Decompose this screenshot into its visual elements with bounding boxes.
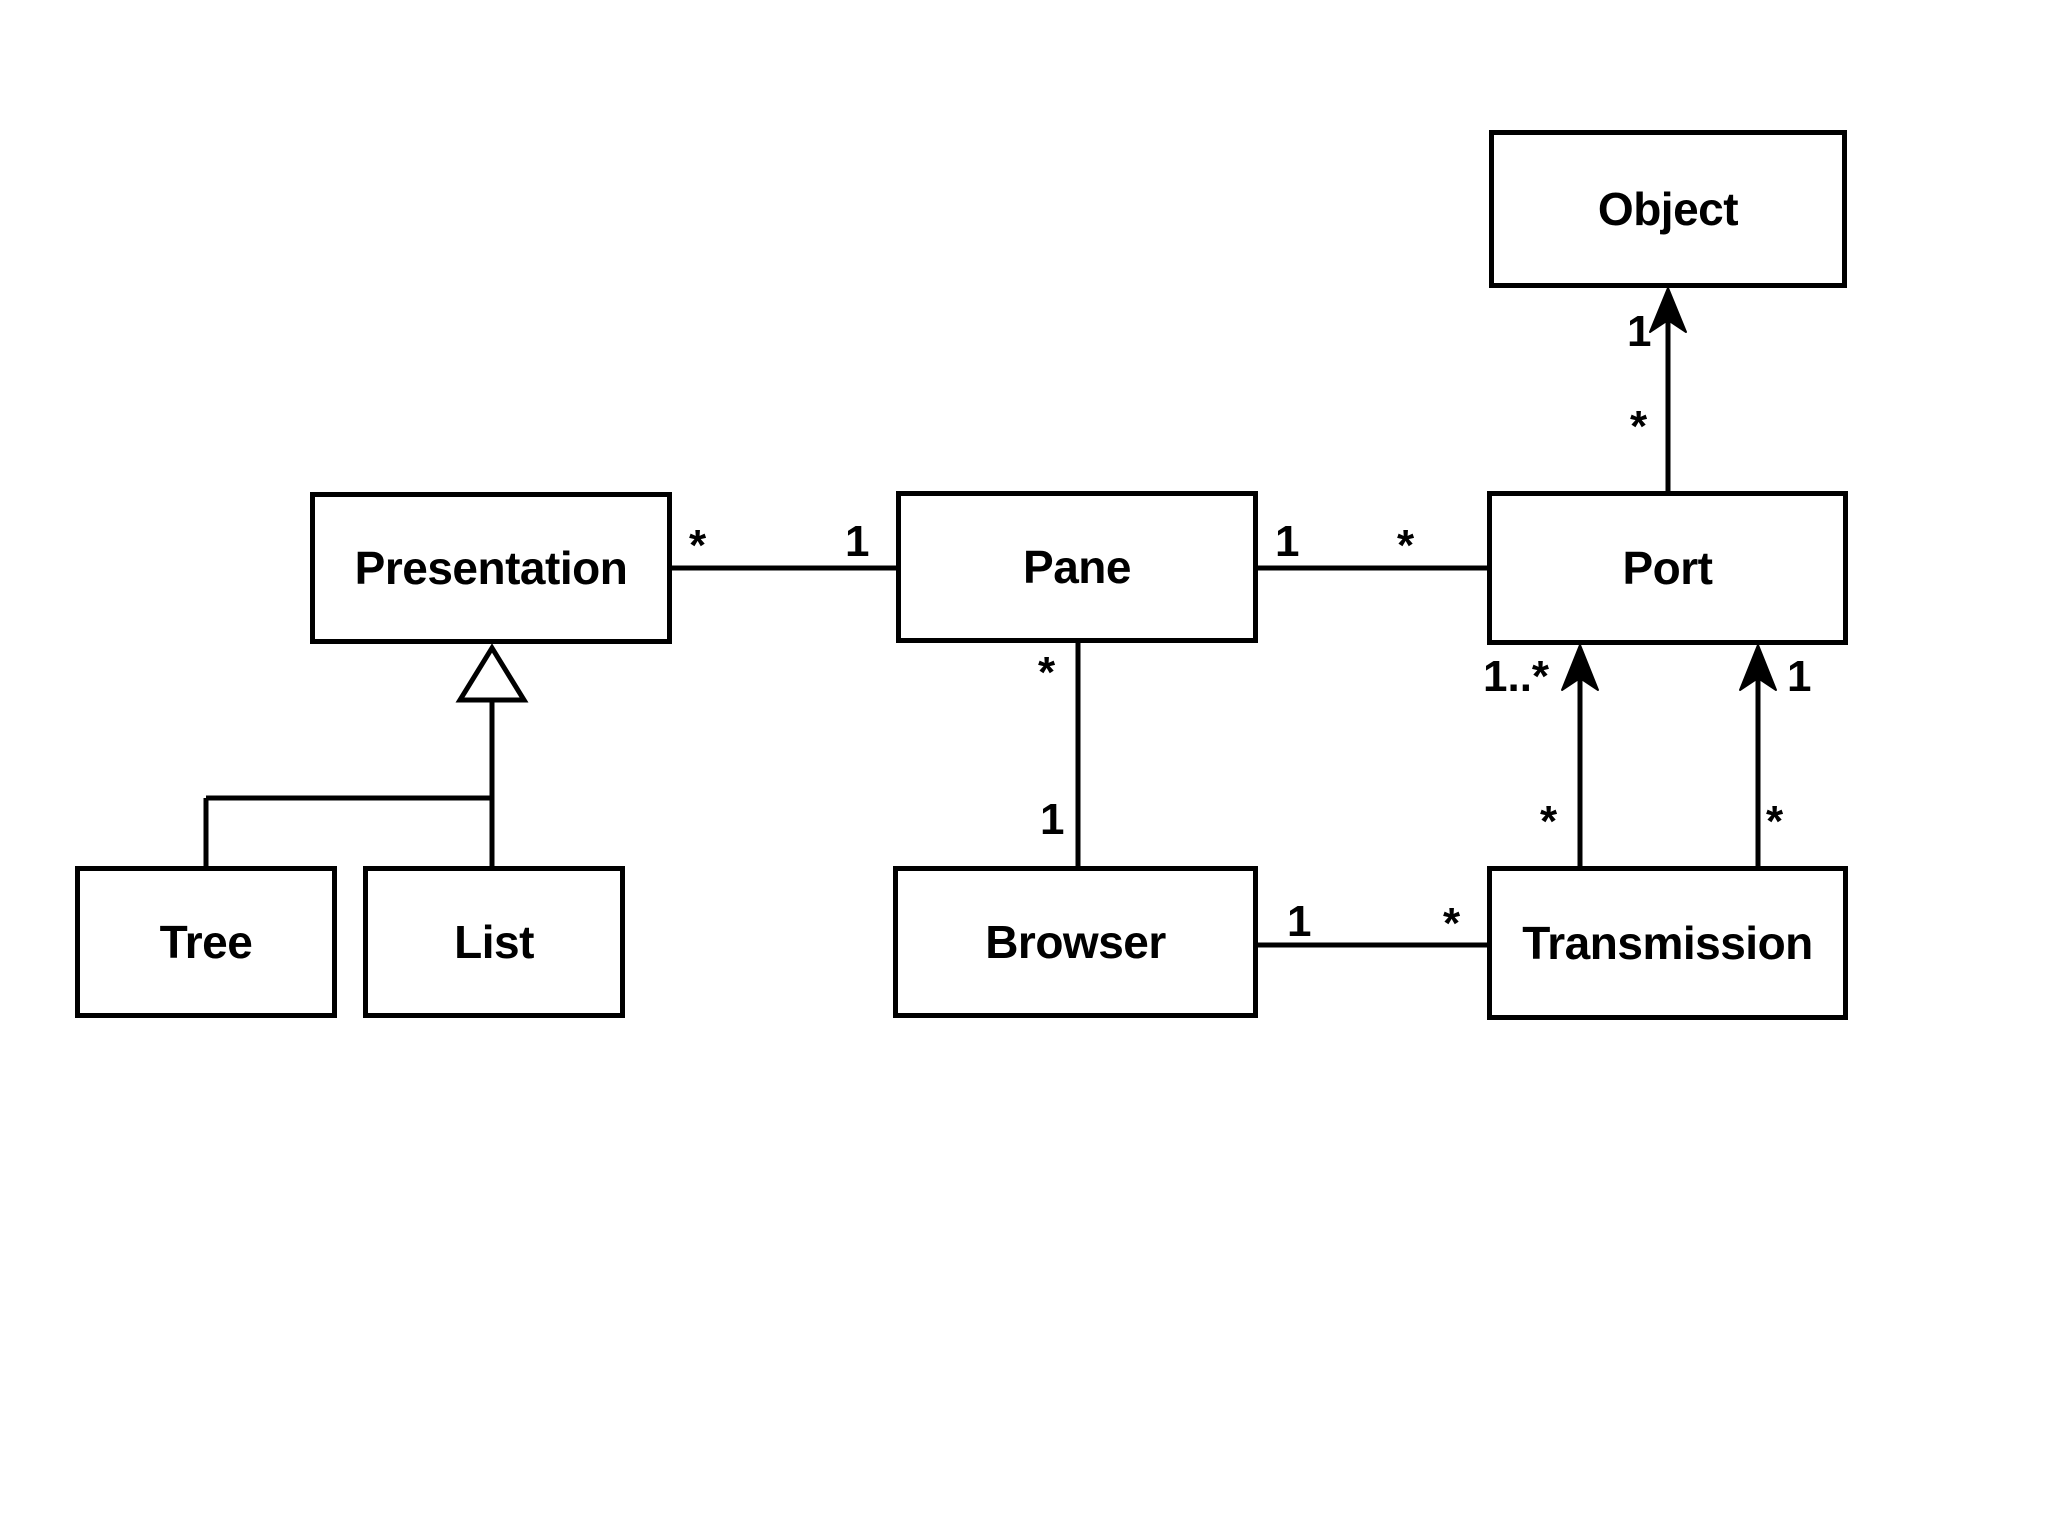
class-box-tree[interactable]: Tree bbox=[75, 866, 337, 1018]
multiplicity-browser-transmission-target: * bbox=[1443, 899, 1461, 948]
multiplicity-presentation-pane-target: 1 bbox=[845, 517, 870, 566]
class-name-pane: Pane bbox=[1023, 541, 1131, 593]
class-name-list: List bbox=[454, 916, 534, 968]
class-box-pane[interactable]: Pane bbox=[896, 491, 1258, 643]
class-box-list[interactable]: List bbox=[363, 866, 625, 1018]
class-name-browser: Browser bbox=[985, 916, 1166, 968]
multiplicity-port-object-target: 1 bbox=[1627, 307, 1652, 356]
generalization-triangle-presentation bbox=[455, 643, 529, 703]
class-name-transmission: Transmission bbox=[1522, 917, 1813, 969]
class-box-browser[interactable]: Browser bbox=[893, 866, 1258, 1018]
class-name-object: Object bbox=[1597, 183, 1739, 235]
class-box-presentation[interactable]: Presentation bbox=[310, 492, 672, 644]
multiplicity-presentation-pane-source: * bbox=[689, 521, 707, 570]
multiplicity-pane-port-target: * bbox=[1397, 521, 1415, 570]
multiplicity-pane-browser-source: * bbox=[1038, 648, 1056, 697]
class-name-tree: Tree bbox=[159, 916, 253, 968]
multiplicity-port-object-source: * bbox=[1630, 402, 1648, 451]
multiplicity-pane-browser-target: 1 bbox=[1040, 795, 1065, 844]
arrowhead-transmission-port-left bbox=[1561, 644, 1599, 691]
class-box-transmission[interactable]: Transmission bbox=[1487, 866, 1848, 1020]
class-box-object[interactable]: Object bbox=[1489, 130, 1847, 288]
multiplicity-transmission-port-right-target: 1 bbox=[1787, 652, 1812, 701]
arrowhead-transmission-port-right bbox=[1739, 644, 1777, 691]
class-name-port: Port bbox=[1622, 542, 1714, 594]
multiplicity-transmission-port-left-target: 1..* bbox=[1483, 652, 1550, 701]
class-box-port[interactable]: Port bbox=[1487, 491, 1848, 645]
multiplicity-transmission-port-left-source: * bbox=[1540, 797, 1558, 846]
arrowhead-port-object bbox=[1649, 287, 1687, 333]
multiplicity-browser-transmission-source: 1 bbox=[1287, 897, 1312, 946]
multiplicity-transmission-port-right-source: * bbox=[1766, 797, 1784, 846]
multiplicity-pane-port-source: 1 bbox=[1275, 517, 1300, 566]
class-name-presentation: Presentation bbox=[354, 542, 628, 594]
